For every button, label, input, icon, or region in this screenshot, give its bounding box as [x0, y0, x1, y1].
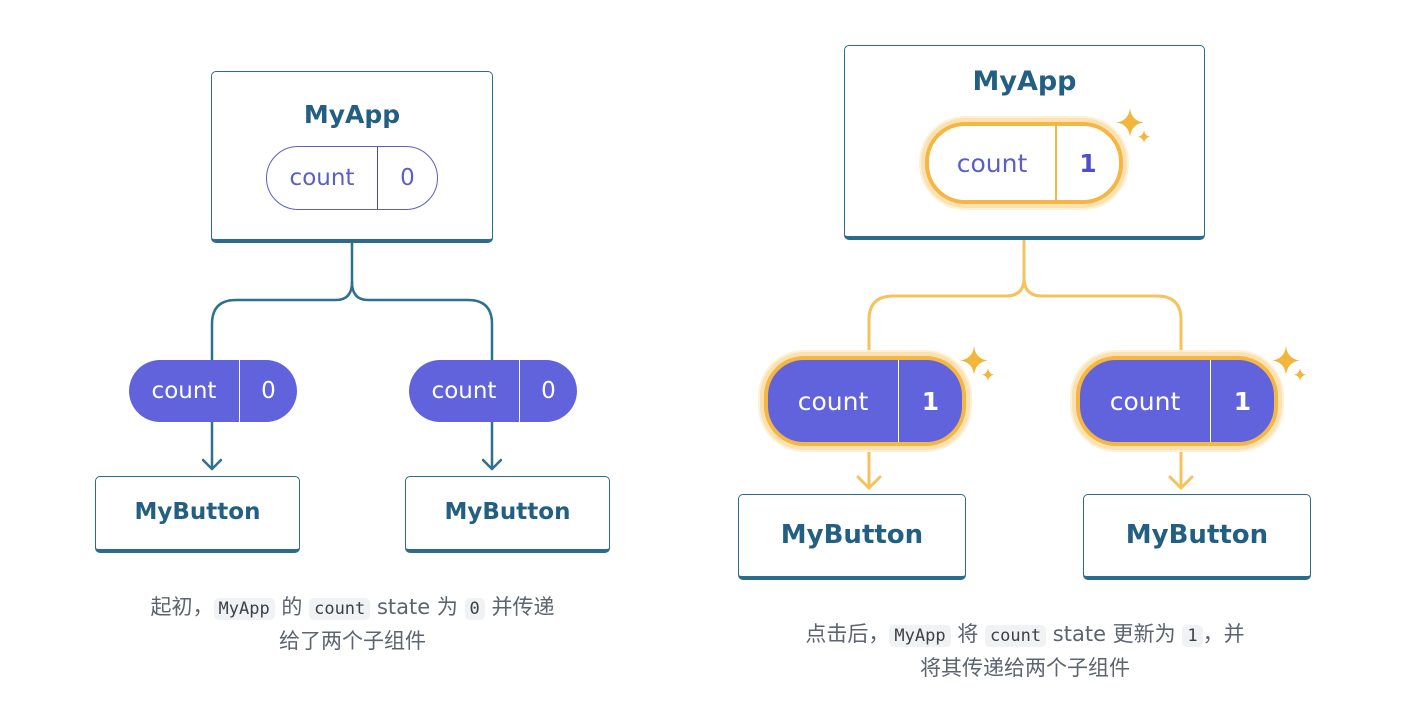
left-count-state-label: count	[289, 165, 355, 191]
right-wire-trunk	[867, 238, 1026, 358]
right-count-prop-pill-2: count 1	[1076, 356, 1278, 446]
pill-divider	[377, 147, 378, 209]
right-count-prop-label-1: count	[797, 386, 869, 416]
right-caption-code: MyApp	[889, 625, 951, 647]
right-mybutton-box-1: MyButton	[738, 494, 966, 580]
right-count-prop-label-2: count	[1109, 386, 1181, 416]
left-myapp-box: MyApp count 0	[211, 71, 493, 243]
right-caption-text: 点击后，	[805, 622, 890, 646]
left-caption-line-2: 给了两个子组件	[279, 629, 426, 653]
right-myapp-box: MyApp count 1	[844, 45, 1205, 240]
right-caption-code: 1	[1182, 625, 1203, 647]
right-caption-text: ，并	[1202, 622, 1245, 646]
right-count-prop-value-2: 1	[1233, 386, 1252, 416]
left-mybutton-box-1: MyButton	[95, 476, 300, 553]
pill-divider	[898, 360, 899, 442]
right-count-state-value: 1	[1079, 148, 1097, 178]
arrow-down-icon	[856, 475, 882, 490]
right-caption: 点击后，MyApp 将 count state 更新为 1，并 将其传递给两个子…	[700, 618, 1350, 684]
right-caption-line-1: 点击后，MyApp 将 count state 更新为 1，并	[700, 618, 1350, 652]
left-wire-branch	[350, 280, 494, 362]
pill-divider	[519, 360, 520, 422]
right-mybutton-title-1: MyButton	[780, 520, 924, 550]
left-caption-code: MyApp	[213, 598, 275, 620]
left-count-prop-pill-1: count 0	[129, 360, 297, 422]
left-count-prop-label-1: count	[151, 378, 217, 404]
right-count-prop-value-1: 1	[921, 386, 940, 416]
arrow-down-icon	[481, 458, 503, 471]
right-wires	[856, 238, 1194, 490]
pill-divider	[239, 360, 240, 422]
left-caption-text: 并传递	[484, 595, 555, 619]
left-caption-text: 起初，	[150, 595, 214, 619]
right-wire-branch	[1022, 276, 1183, 358]
right-caption-code: count	[984, 625, 1047, 647]
right-mybutton-title-2: MyButton	[1125, 520, 1269, 550]
left-caption-code: count	[309, 598, 371, 620]
left-wires	[201, 240, 503, 471]
left-count-state-value: 0	[400, 165, 415, 191]
left-caption-line-1: 起初，MyApp 的 count state 为 0 并传递	[60, 591, 645, 625]
left-mybutton-title-1: MyButton	[134, 499, 261, 525]
left-caption: 起初，MyApp 的 count state 为 0 并传递 给了两个子组件	[60, 591, 645, 657]
pill-divider	[1210, 360, 1211, 442]
left-myapp-title: MyApp	[303, 100, 401, 129]
right-count-state-label: count	[956, 148, 1028, 178]
arrow-down-icon	[201, 458, 223, 471]
left-caption-text: state 为	[370, 595, 465, 619]
pill-divider	[1055, 126, 1057, 200]
left-mybutton-title-2: MyButton	[444, 499, 571, 525]
right-caption-line-2: 将其传递给两个子组件	[920, 656, 1130, 680]
left-count-prop-value-1: 0	[261, 378, 276, 404]
left-caption-text: 的	[274, 595, 310, 619]
left-count-prop-pill-2: count 0	[409, 360, 577, 422]
left-caption-code: 0	[464, 598, 485, 620]
left-count-state-pill: count 0	[266, 146, 438, 210]
left-mybutton-box-2: MyButton	[405, 476, 610, 553]
sparkle-icon	[1116, 108, 1150, 143]
right-count-state-pill: count 1	[925, 122, 1123, 204]
right-caption-text: 将	[950, 622, 985, 646]
left-count-prop-label-2: count	[431, 378, 497, 404]
left-wire-trunk	[210, 240, 354, 362]
right-myapp-title: MyApp	[972, 66, 1077, 97]
left-count-prop-value-2: 0	[541, 378, 556, 404]
right-mybutton-box-2: MyButton	[1083, 494, 1311, 580]
right-count-prop-pill-1: count 1	[764, 356, 966, 446]
sparkle-icon	[960, 346, 994, 381]
sparkle-icon	[1272, 346, 1306, 381]
arrow-down-icon	[1168, 475, 1194, 490]
right-caption-text: state 更新为	[1046, 622, 1183, 646]
